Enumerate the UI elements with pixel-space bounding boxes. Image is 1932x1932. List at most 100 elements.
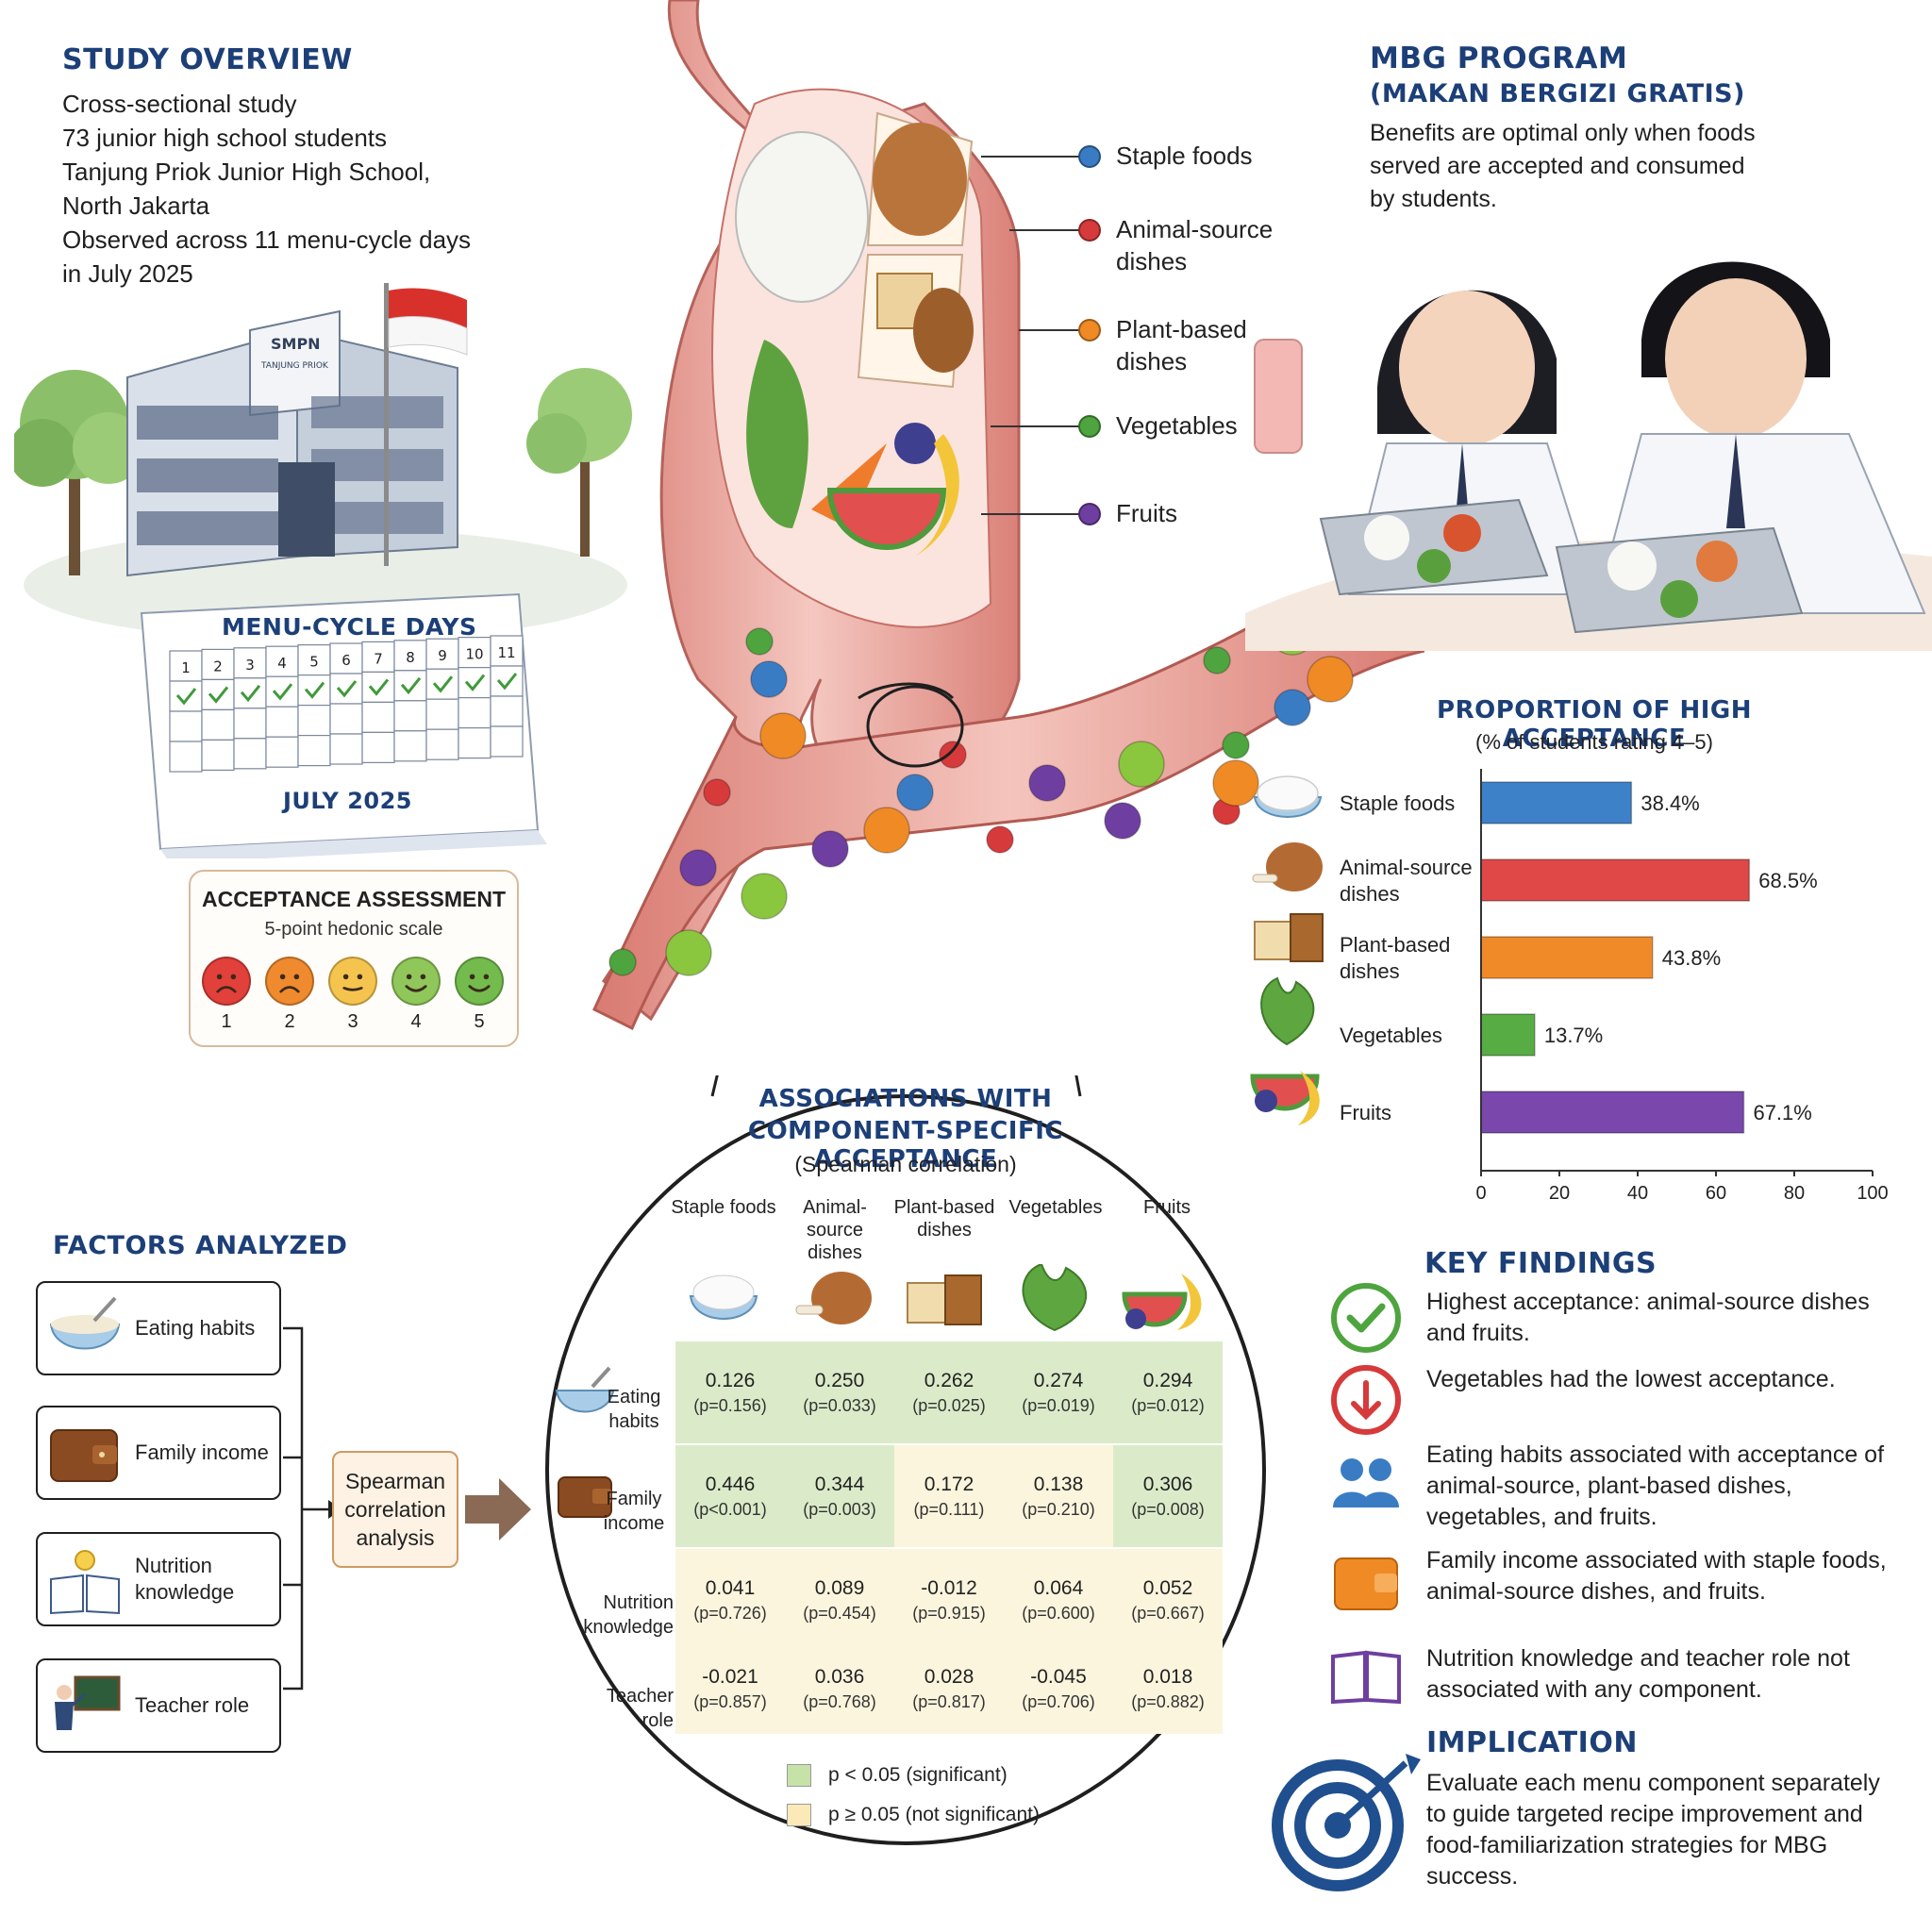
calendar-cell	[169, 741, 203, 773]
calendar-cell	[458, 697, 491, 729]
chart-category-labels: Staple foodsAnimal-sourcedishesPlant-bas…	[1340, 791, 1473, 1124]
calendar-cell	[265, 645, 299, 677]
mbg-title: MBG PROGRAM	[1370, 42, 1628, 75]
chart-x-axis-label: Percentage (%)	[1574, 1211, 1705, 1212]
calendar-cell	[393, 730, 427, 762]
chart-bar-value-label: 38.4%	[1641, 791, 1699, 815]
chart-x-tick-label: 100	[1857, 1183, 1888, 1204]
association-cell: 0.306(p=0.008)	[1113, 1445, 1223, 1547]
association-cell: 0.089(p=0.454)	[785, 1549, 894, 1651]
cereal-bowl-icon	[555, 1366, 615, 1413]
legend-label-significant: p < 0.05 (significant)	[828, 1764, 1008, 1786]
nutrient-bead	[750, 660, 788, 698]
association-cell: 0.172(p=0.111)	[894, 1445, 1004, 1547]
correlation-value: 0.446	[705, 1473, 756, 1495]
tree-right	[526, 368, 632, 557]
calendar-cell	[169, 710, 203, 742]
calendar-cell	[329, 733, 363, 765]
tempeh-food	[913, 288, 974, 373]
associations-title-line1: ASSOCIATIONS WITH	[758, 1085, 1053, 1113]
legend-swatch-not-significant	[787, 1804, 811, 1826]
students-eating-illustration	[1245, 261, 1932, 651]
calendar-cell	[329, 673, 363, 705]
legend-label: Animal-source dishes	[1116, 215, 1274, 275]
food-plate-sections	[735, 111, 974, 557]
calendar-cell	[201, 678, 235, 711]
finding-text: Vegetables had the lowest acceptance.	[1426, 1366, 1836, 1392]
correlation-value: 0.138	[1033, 1473, 1084, 1495]
association-cell: 0.344(p=0.003)	[785, 1445, 894, 1547]
calendar-cell	[361, 731, 395, 763]
down-arrow-circle-icon	[1331, 1365, 1401, 1435]
chart-x-tick-label: 40	[1627, 1183, 1648, 1204]
checkmark-icon	[175, 688, 197, 706]
chart-category-label: Vegetables	[1340, 1024, 1442, 1047]
correlation-value: 0.274	[1033, 1369, 1084, 1391]
calendar-cell	[169, 650, 203, 682]
association-cell: 0.028(p=0.817)	[894, 1643, 1004, 1734]
nutrient-bead	[986, 825, 1014, 854]
row-label: Teacher role	[606, 1686, 674, 1731]
nutrient-bead	[1104, 802, 1141, 840]
chart-bar-value-label: 13.7%	[1544, 1024, 1603, 1047]
assessment-title: ACCEPTANCE ASSESSMENT	[201, 887, 507, 911]
legend-dot	[1078, 319, 1101, 341]
calendar-cell	[265, 706, 299, 738]
teacher-icon	[55, 1675, 121, 1730]
correlation-value: -0.045	[1030, 1665, 1087, 1688]
grape-food	[894, 423, 936, 464]
study-overview-title: STUDY OVERVIEW	[62, 43, 353, 76]
component-leader-lines	[981, 156, 1085, 515]
p-value: (p=0.600)	[1022, 1603, 1095, 1623]
chart-bar-value-label: 67.1%	[1753, 1101, 1811, 1124]
check-circle-icon	[1331, 1283, 1401, 1353]
acceptance-assessment-box: ACCEPTANCE ASSESSMENT 5-point hedonic sc…	[189, 870, 519, 1047]
mbg-description: Benefits are optimal only when foods ser…	[1370, 120, 1756, 212]
correlation-value: 0.294	[1142, 1369, 1193, 1391]
chart-bar	[1480, 936, 1654, 979]
mbg-subtitle: (MAKAN BERGIZI GRATIS)	[1370, 79, 1745, 108]
book-icon	[1331, 1650, 1401, 1705]
calendar-cell	[233, 647, 267, 679]
nutrient-bead	[1118, 741, 1165, 788]
row-header-nutrition-knowledge: Nutrition knowledge	[557, 1591, 674, 1640]
target-icon	[1272, 1754, 1421, 1891]
face-rating-4-icon	[391, 957, 441, 1006]
chart-bar-value-label: 68.5%	[1758, 869, 1817, 892]
associations-subtitle: (Spearman correlation)	[794, 1152, 1017, 1176]
association-cell: -0.021(p=0.857)	[675, 1643, 785, 1734]
correlation-value: 0.089	[814, 1576, 865, 1599]
chart-category-label: dishes	[1340, 882, 1400, 906]
spearman-analysis-label: Spearman correlation analysis	[344, 1469, 446, 1550]
calendar-cell	[490, 665, 524, 697]
correlation-value: 0.306	[1142, 1473, 1193, 1495]
calendar-cell	[425, 638, 459, 670]
chart-category-label: Animal-source	[1340, 856, 1473, 879]
legend-label-not-significant: p ≥ 0.05 (not significant)	[828, 1804, 1040, 1825]
calendar-cell	[458, 666, 491, 699]
row-header-teacher-role: Teacher role	[557, 1684, 674, 1733]
chart-subtitle: (% of students rating 4–5)	[1475, 730, 1713, 754]
association-cell: 0.041(p=0.726)	[675, 1549, 785, 1651]
correlation-value: -0.012	[921, 1576, 977, 1599]
association-cell: 0.036(p=0.768)	[785, 1643, 894, 1734]
p-value: (p=0.025)	[912, 1395, 986, 1415]
calendar-cell	[297, 735, 331, 767]
chart-x-tick-label: 80	[1784, 1183, 1805, 1204]
calendar-day: 10	[465, 646, 483, 663]
calendar-cell	[393, 700, 427, 732]
finding-text: Family income associated with staple foo…	[1426, 1547, 1887, 1605]
chart-bar	[1480, 1013, 1536, 1057]
column-header: Vegetables	[1008, 1197, 1103, 1218]
nutrient-bead	[1212, 759, 1259, 807]
calendar-cell	[393, 640, 427, 672]
rice-bowl-icon	[1253, 775, 1323, 818]
implication-title: IMPLICATION	[1426, 1726, 1638, 1759]
association-cell: 0.274(p=0.019)	[1004, 1341, 1113, 1443]
checkmark-icon	[240, 684, 261, 703]
chart-category-label: Plant-based	[1340, 933, 1450, 957]
association-cell: 0.126(p=0.156)	[675, 1341, 785, 1443]
legend-dot	[1078, 415, 1101, 438]
calendar-cell	[393, 670, 427, 702]
